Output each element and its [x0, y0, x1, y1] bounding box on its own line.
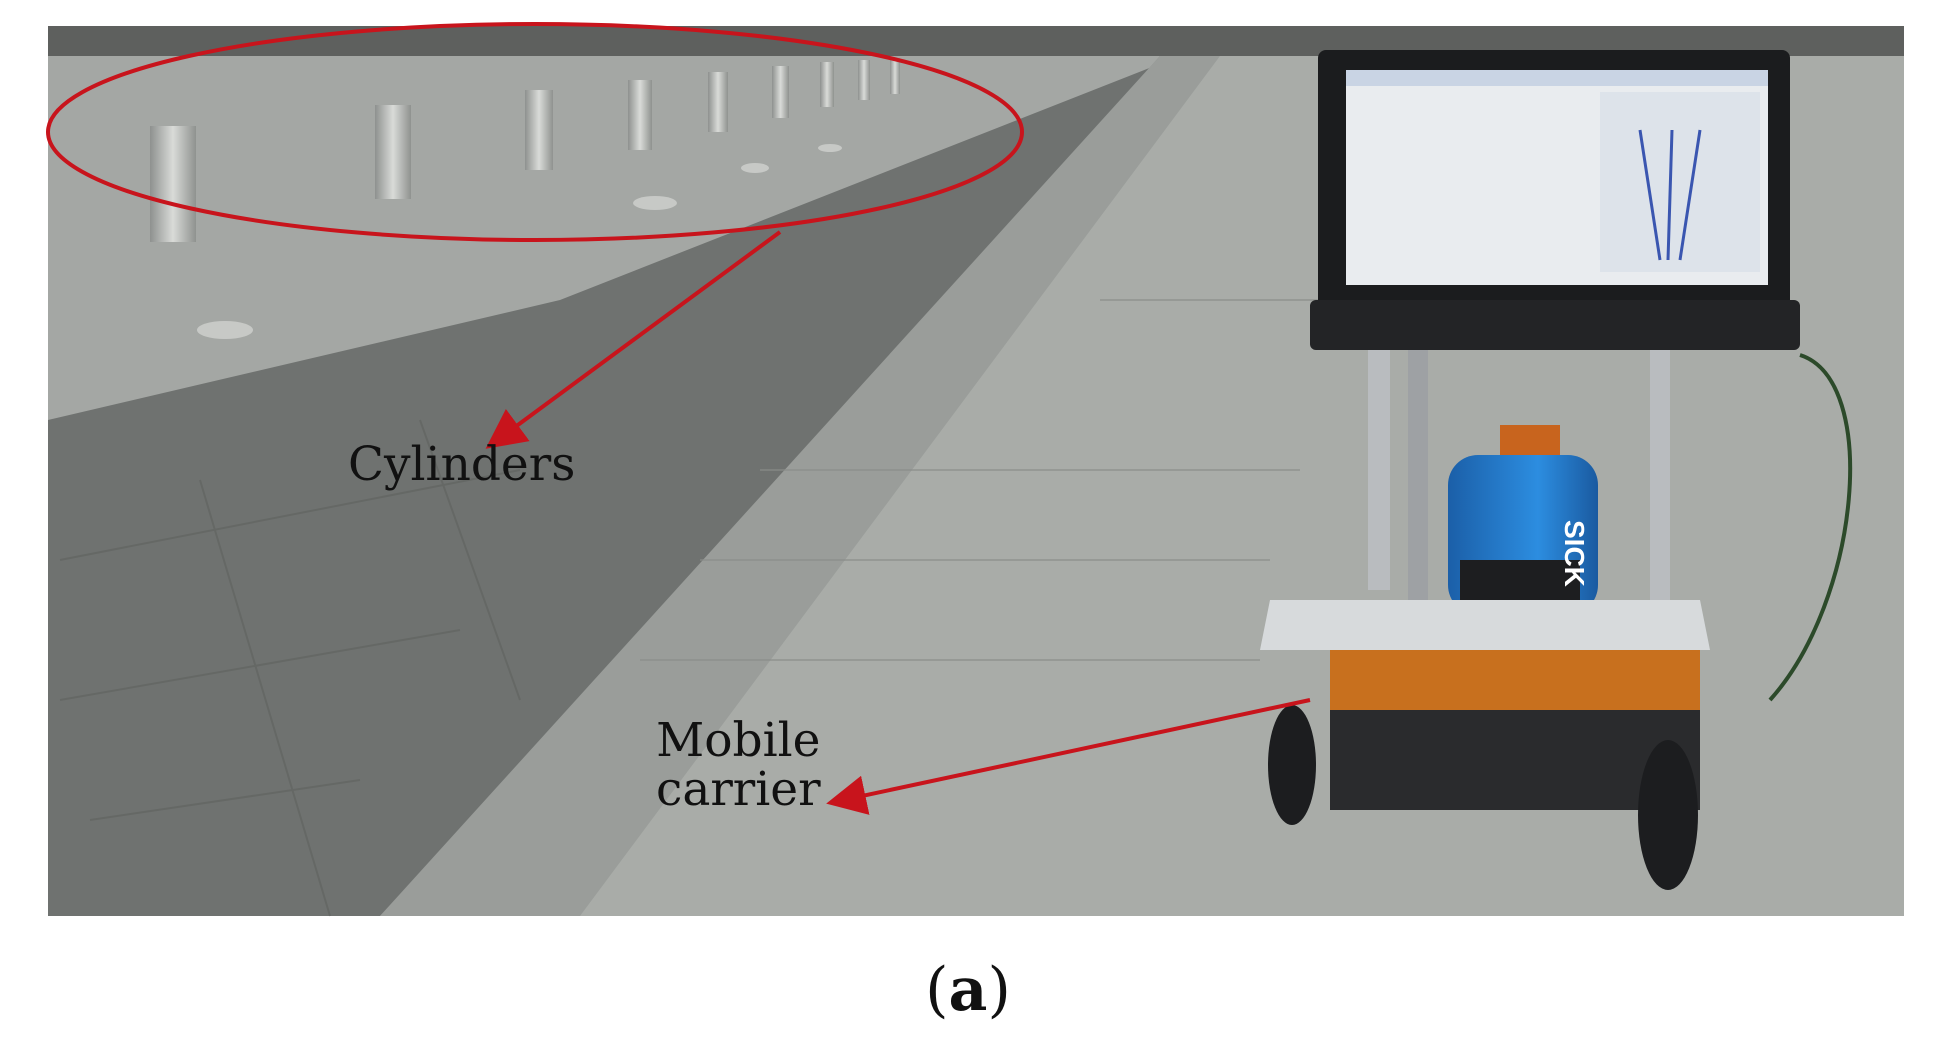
- wheel: [1638, 740, 1698, 890]
- mobile-carrier-label: Mobile carrier: [656, 716, 821, 815]
- cylinder: [150, 126, 196, 242]
- caption-close-paren: ): [987, 955, 1011, 1025]
- cylinder: [820, 62, 834, 107]
- caption-open-paren: (: [925, 955, 949, 1025]
- cylinders-group: [150, 58, 900, 339]
- cylinders-arrow: [485, 230, 782, 449]
- cylinder: [772, 66, 789, 118]
- wheel: [1268, 705, 1316, 825]
- cylinders-label: Cylinders: [348, 437, 576, 492]
- mobile-carrier-robot: SICK: [1260, 50, 1853, 890]
- figure-caption: (a): [0, 955, 1936, 1025]
- mobile-carrier-arrow: [826, 698, 1311, 815]
- caption-letter: a: [948, 955, 988, 1025]
- annotations: [46, 22, 1311, 815]
- scanner-brand-label: SICK: [1559, 520, 1590, 587]
- cylinder: [375, 105, 411, 199]
- mobile-carrier-label-line2: carrier: [656, 762, 821, 818]
- cylinder: [890, 58, 900, 94]
- mobile-carrier-label-line1: Mobile: [656, 713, 821, 768]
- cylinder: [628, 80, 652, 150]
- cylinder: [858, 60, 870, 100]
- cylinder: [708, 72, 728, 132]
- cylinder: [525, 90, 553, 170]
- cylinders-highlight-ellipse: [46, 22, 1024, 242]
